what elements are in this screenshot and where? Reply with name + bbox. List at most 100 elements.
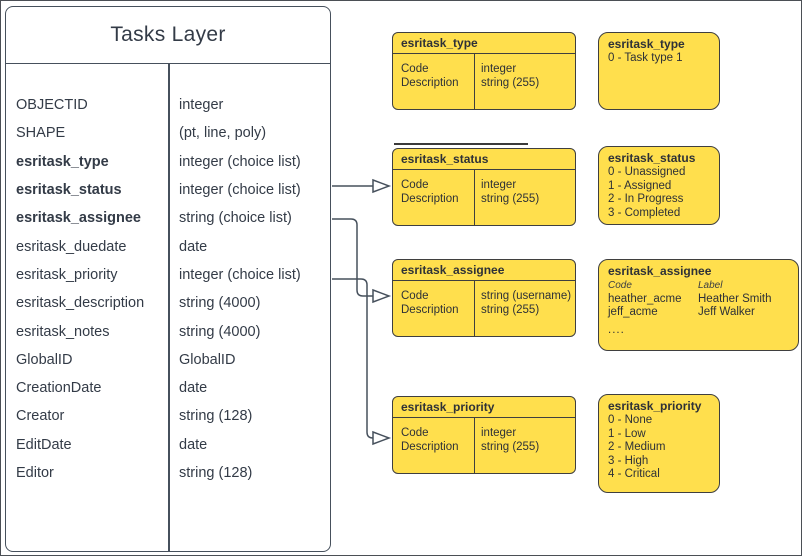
field-type: string (choice list) — [179, 210, 292, 227]
value-line: 0 - Unassigned — [608, 166, 686, 179]
assignee-col-header: Code — [608, 280, 632, 292]
values-title: esritask_assignee — [608, 264, 712, 278]
field-name: esritask_status — [16, 182, 122, 199]
field-name: Editor — [16, 465, 54, 481]
column-divider — [168, 64, 170, 551]
value-line: string (username) — [481, 290, 572, 302]
field-name: SHAPE — [16, 125, 66, 142]
field-type: string (4000) — [179, 323, 261, 340]
field-name: CreationDate — [16, 380, 102, 397]
status-box-top-line — [394, 142, 528, 145]
value-line: integer — [481, 427, 517, 439]
assignee-values-table: Code Label heather_acme Heather Smith je… — [608, 279, 792, 319]
field-row: esritask_assignee string (choice list) — [6, 204, 330, 232]
field-row: esritask_description string (4000) — [6, 289, 330, 317]
value-line: Description — [401, 192, 459, 205]
value-line: 1 - Assigned — [608, 179, 672, 192]
field-name: esritask_type — [16, 153, 109, 170]
values-title: esritask_priority — [608, 399, 702, 413]
field-type: string (4000) — [179, 295, 261, 312]
field-row: Creator string (128) — [6, 402, 330, 430]
value-line: string (255) — [481, 440, 540, 453]
value-line: Code — [401, 290, 429, 302]
value-line: 3 - High — [608, 454, 649, 467]
values-title: esritask_type — [608, 37, 685, 51]
value-line: integer — [481, 179, 517, 191]
field-type: date — [179, 380, 208, 397]
schema-title: esritask_type — [393, 33, 575, 54]
value-line: 0 - Task type 1 — [608, 52, 683, 65]
schema-title: esritask_priority — [393, 397, 575, 418]
connector-priority — [332, 278, 374, 439]
value-line: 3 - Completed — [608, 206, 681, 219]
field-type: string (128) — [179, 408, 253, 425]
field-row: esritask_status integer (choice list) — [6, 176, 330, 204]
value-line: 2 - Medium — [608, 441, 666, 454]
value-line: Description — [401, 440, 459, 453]
value-line: integer — [481, 63, 517, 75]
field-name: esritask_assignee — [16, 210, 141, 227]
value-line: string (255) — [481, 76, 540, 89]
assignee-col-header: Label — [698, 280, 723, 292]
open-arrow-status — [372, 178, 392, 194]
assignee-label: Heather Smith — [698, 292, 772, 305]
field-row: esritask_duedate date — [6, 232, 330, 260]
values-box-type: esritask_type 0 - Task type 1 — [598, 32, 720, 110]
field-row: SHAPE (pt, line, poly) — [6, 119, 330, 147]
field-name: Creator — [16, 408, 65, 425]
field-type: integer (choice list) — [179, 182, 301, 199]
value-line: 4 - Critical — [608, 468, 660, 481]
value-line: string (255) — [481, 303, 540, 316]
value-line: Code — [401, 427, 429, 439]
field-name: esritask_notes — [16, 323, 110, 340]
field-type: string (128) — [179, 465, 253, 481]
value-line: Description — [401, 76, 459, 89]
field-name: esritask_duedate — [16, 238, 127, 255]
field-type: (pt, line, poly) — [179, 125, 267, 142]
field-name: EditDate — [16, 436, 72, 453]
schema-title: esritask_status — [393, 149, 575, 170]
tasks-layer-title: Tasks Layer — [6, 7, 330, 64]
field-row: Editor string (128) — [6, 459, 330, 487]
schema-title: esritask_assignee — [393, 260, 575, 281]
connector-assignee — [332, 218, 373, 297]
open-arrow-assignee — [372, 288, 392, 304]
values-title: esritask_status — [608, 151, 696, 165]
value-line: Description — [401, 303, 459, 316]
field-name: OBJECTID — [16, 97, 88, 114]
field-type: date — [179, 436, 208, 453]
value-line: 2 - In Progress — [608, 193, 684, 206]
assignee-code: jeff_acme — [608, 306, 658, 319]
field-row: esritask_type integer (choice list) — [6, 148, 330, 176]
value-line: 0 - None — [608, 414, 653, 427]
field-type: date — [179, 238, 208, 255]
field-type: integer (choice list) — [179, 153, 301, 170]
value-line: 1 - Low — [608, 427, 646, 440]
field-name: esritask_description — [16, 295, 145, 312]
assignee-label: Jeff Walker — [698, 306, 755, 319]
